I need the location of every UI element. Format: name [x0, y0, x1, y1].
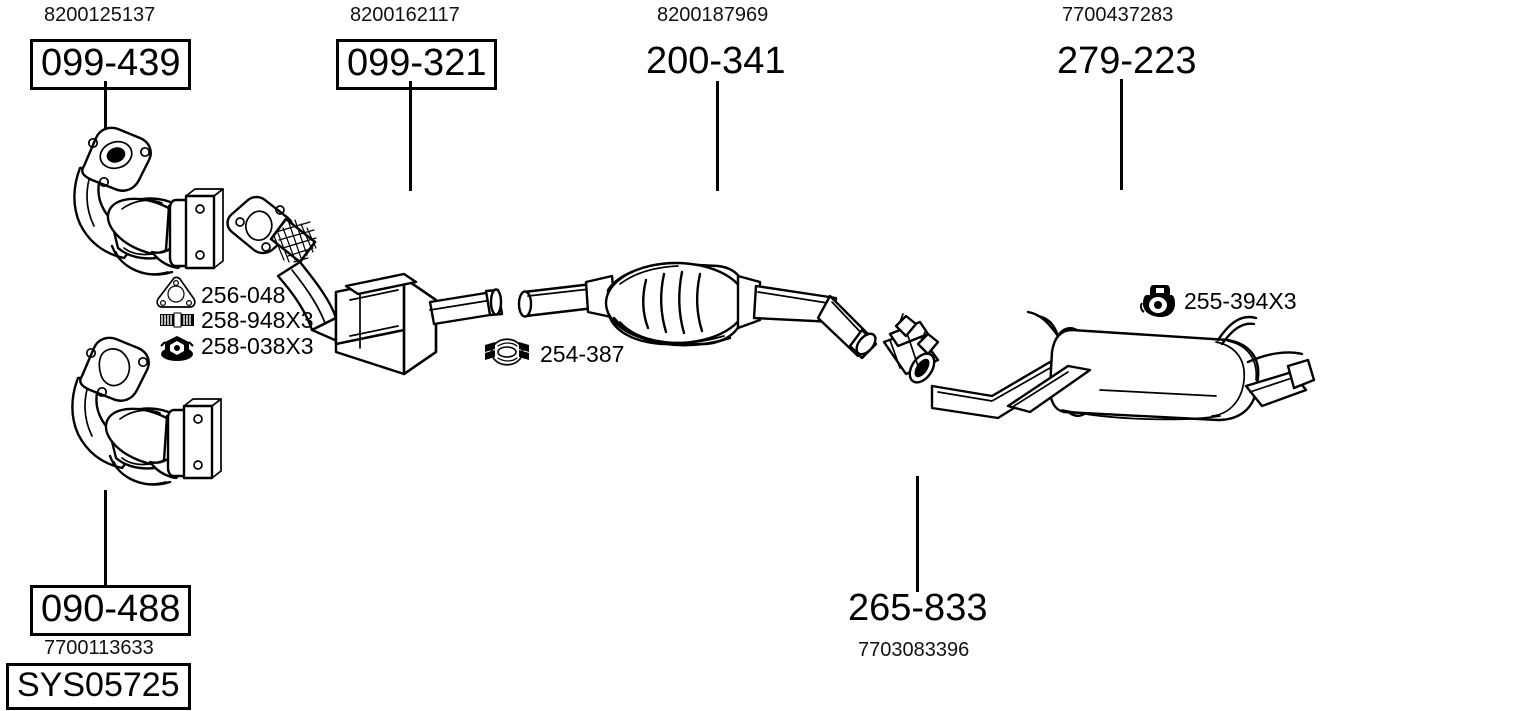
small-part-label-254-387: 254-387: [540, 341, 625, 367]
small-part-label-258-948X3: 258-948X3: [201, 307, 314, 333]
front-catalytic-converter-upper-graphic: [73, 126, 224, 276]
system-code-label[interactable]: SYS05725: [6, 663, 191, 710]
centre-silencer-graphic: [517, 261, 878, 360]
callout-ref-099-321[interactable]: 099-321: [336, 39, 498, 90]
pipe-clamp-icon: [482, 337, 530, 367]
small-part-label-255-394X3: 255-394X3: [1184, 288, 1297, 314]
callout-ref-279-223[interactable]: 279-223: [1057, 40, 1197, 82]
hex-nut-icon: [160, 334, 194, 362]
leader-line-099-321: [409, 81, 412, 191]
pipe-sleeve-joint-graphic: [882, 313, 940, 384]
small-part-label-256-048: 256-048: [201, 282, 286, 308]
leader-line-279-223: [1120, 79, 1123, 190]
leader-line-090-488: [104, 490, 107, 587]
callout-oem-099-439: 8200125137: [44, 4, 156, 26]
callout-oem-200-341: 8200187969: [657, 4, 769, 26]
front-pipe-with-catalyst-graphic: [226, 195, 504, 376]
leader-line-200-341: [716, 81, 719, 191]
small-part-label-258-038X3: 258-038X3: [201, 333, 314, 359]
callout-oem-279-223: 7700437283: [1062, 4, 1174, 26]
rear-silencer-graphic: [930, 310, 1316, 422]
leader-line-265-833: [916, 476, 919, 592]
callout-oem-099-321: 8200162117: [350, 4, 460, 26]
leader-line-099-439: [104, 81, 107, 128]
callout-oem-090-488: 7700113633: [44, 637, 154, 659]
rubber-hanger-icon: [1139, 283, 1176, 319]
callout-ref-200-341[interactable]: 200-341: [646, 40, 786, 82]
callout-ref-265-833[interactable]: 265-833: [848, 587, 988, 629]
gasket-triangular-icon: [155, 276, 197, 310]
spring-bolt-icon: [160, 312, 194, 328]
callout-ref-099-439[interactable]: 099-439: [30, 39, 192, 90]
callout-oem-265-833: 7703083396: [858, 639, 970, 661]
callout-ref-090-488[interactable]: 090-488: [30, 585, 192, 636]
front-catalytic-converter-lower-graphic: [71, 336, 222, 486]
